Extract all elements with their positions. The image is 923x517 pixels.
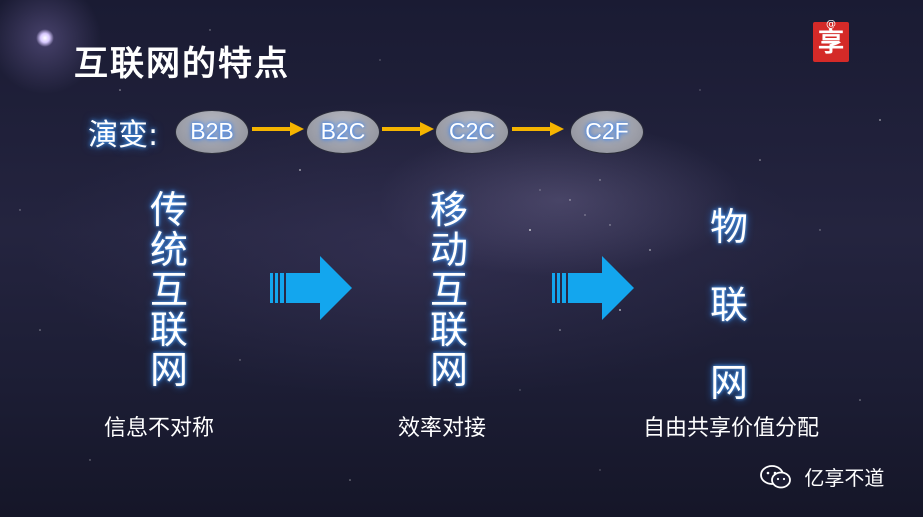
vertical-char: 网 [429,348,468,392]
gold-arrow-icon [252,122,304,136]
iot-vertical-text: 物 联 网 [707,188,751,422]
page-title: 互联网的特点 [74,44,290,84]
vertical-char: 统 [149,228,188,272]
evolution-label: 演变: [88,118,159,153]
caption-value-sharing: 自由共享价值分配 [643,416,820,441]
wechat-watermark: 亿享不道 [760,462,884,491]
gold-arrow-icon [382,122,434,136]
at-symbol-icon: @ [826,19,836,30]
watermark-text: 亿享不道 [804,466,885,490]
blue-arrow-icon [552,256,634,320]
vertical-char: 互 [149,268,188,312]
vertical-char: 联 [429,308,468,352]
evolution-step-b2b: B2B [175,110,249,154]
vertical-char: 网 [149,348,188,392]
evolution-step-b2c: B2C [306,110,380,154]
evolution-step-c2c: C2C [435,110,509,154]
gold-arrow-icon [512,122,564,136]
caption-information-asymmetry: 信息不对称 [104,416,215,441]
vertical-char: 物 [709,205,748,249]
bright-star [36,29,54,47]
vertical-char: 移 [429,188,468,232]
brand-logo: @ 享 [813,19,849,62]
traditional-internet-vertical-text: 传 统 互 联 网 [147,190,191,390]
vertical-char: 传 [149,188,188,232]
mobile-internet-vertical-text: 移 动 互 联 网 [427,190,471,390]
vertical-char: 联 [149,308,188,352]
evolution-step-c2f: C2F [570,110,644,154]
vertical-char: 网 [709,361,748,405]
logo-text: 享 [817,28,844,58]
caption-efficiency-matching: 效率对接 [398,416,487,441]
wechat-icon [760,464,791,488]
vertical-char: 互 [429,268,468,312]
blue-arrow-icon [270,256,352,320]
vertical-char: 动 [429,228,468,272]
vertical-char: 联 [709,283,748,327]
